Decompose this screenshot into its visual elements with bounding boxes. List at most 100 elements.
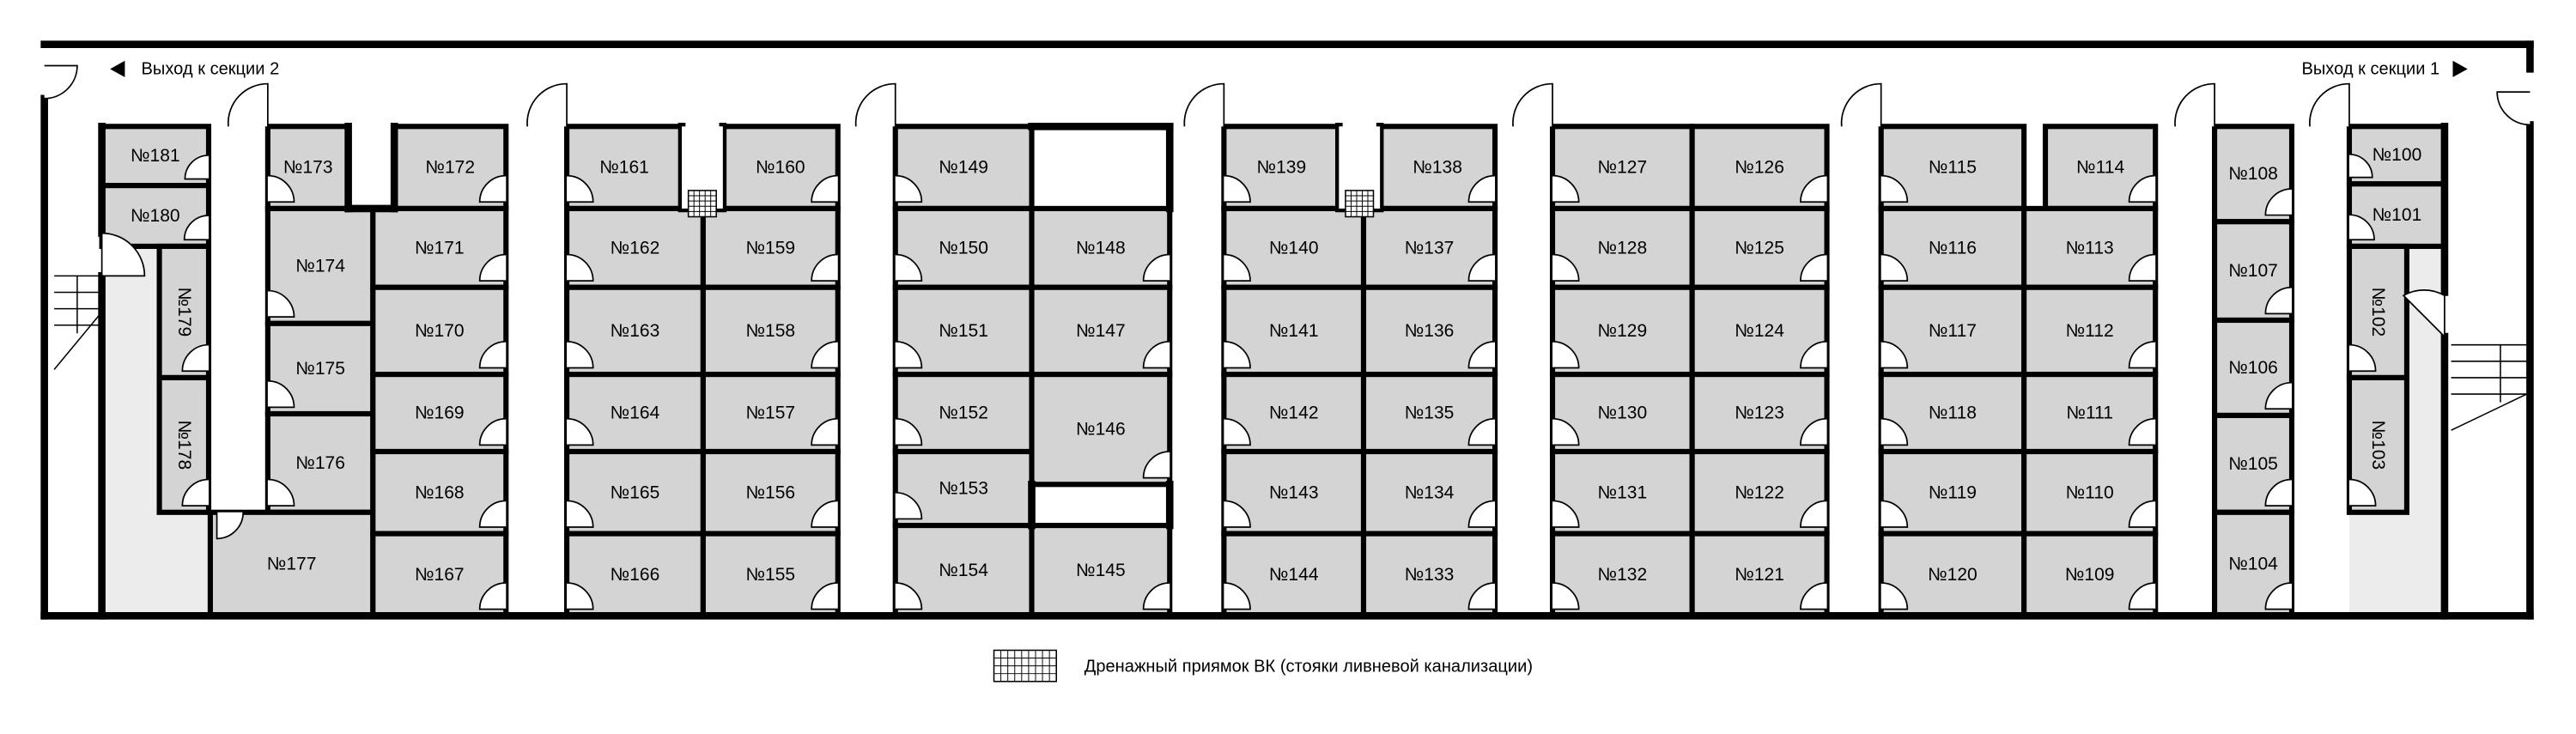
- room-107[interactable]: №107: [2212, 219, 2295, 324]
- door-icon: [2348, 214, 2375, 241]
- door-icon: [1880, 340, 1909, 369]
- room-131[interactable]: №131: [1549, 448, 1695, 537]
- door-icon: [2348, 478, 2377, 507]
- room-label: №162: [611, 238, 660, 258]
- corridor-door-icon[interactable]: [1512, 82, 1553, 127]
- door-icon: [1224, 253, 1251, 282]
- corridor-door-icon[interactable]: [1840, 82, 1882, 127]
- room-label: №147: [1076, 321, 1126, 341]
- room-125[interactable]: №125: [1689, 205, 1830, 290]
- door-icon: [895, 253, 923, 282]
- exit-door-right-icon[interactable]: [2496, 91, 2530, 126]
- door-icon: [267, 379, 295, 409]
- door-icon: [181, 343, 209, 373]
- door-icon: [1800, 417, 1827, 446]
- doors: [44, 64, 2530, 610]
- door-icon: [1880, 582, 1909, 610]
- corridor-door-icon[interactable]: [2174, 82, 2215, 127]
- stair-door-left-icon[interactable]: [100, 232, 146, 277]
- room-label: №132: [1598, 565, 1648, 585]
- stairs-right-icon: [2451, 343, 2527, 431]
- door-icon: [1880, 174, 1909, 203]
- room-label: №167: [415, 565, 465, 585]
- door-icon: [567, 582, 594, 610]
- exit-right[interactable]: Выход к секции 1: [2301, 59, 2468, 78]
- exit-left-label: Выход к секции 2: [142, 59, 280, 78]
- door-icon: [895, 340, 923, 369]
- door-icon: [183, 215, 210, 241]
- door-icon: [2128, 582, 2156, 610]
- room-label: №181: [131, 146, 180, 166]
- room-label: №150: [939, 238, 988, 258]
- room-label: №119: [1929, 482, 1977, 502]
- corridor-door-icon[interactable]: [227, 82, 269, 127]
- room-label: №114: [2076, 158, 2124, 178]
- corridor-door-icon[interactable]: [2309, 82, 2350, 127]
- room-label: №149: [939, 158, 988, 178]
- corridor-door-icon[interactable]: [526, 82, 568, 127]
- light-areas: [103, 246, 2445, 616]
- exit-door-left-icon[interactable]: [44, 64, 78, 100]
- room-shape: [2021, 372, 2159, 455]
- room-149[interactable]: №149: [892, 124, 1035, 211]
- room-label: №152: [939, 403, 988, 423]
- room-111[interactable]: №111: [2021, 372, 2159, 455]
- room-label: №103: [2368, 421, 2388, 470]
- drain-grid-icon: [682, 126, 723, 218]
- door-icon: [1142, 582, 1170, 610]
- room-label: №159: [745, 238, 795, 258]
- door-icon: [2264, 582, 2293, 610]
- room-label: №154: [939, 561, 988, 580]
- door-icon: [567, 340, 594, 369]
- room-label: №102: [2368, 288, 2388, 337]
- room-label: №120: [1928, 565, 1978, 585]
- exit-right-label: Выход к секции 1: [2301, 59, 2439, 78]
- door-icon: [1800, 253, 1827, 282]
- door-icon: [2348, 343, 2377, 373]
- room-label: №142: [1269, 403, 1319, 423]
- door-icon: [895, 417, 923, 446]
- room-label: №139: [1257, 158, 1307, 178]
- door-icon: [1467, 340, 1496, 369]
- room-label: №109: [2065, 565, 2115, 585]
- room-label: №106: [2228, 358, 2278, 378]
- door-icon: [567, 174, 594, 203]
- room-label: №112: [2066, 321, 2114, 341]
- drain-grid-icon: [1339, 126, 1381, 218]
- door-icon: [1880, 500, 1909, 528]
- corridor-door-icon[interactable]: [1183, 82, 1225, 127]
- door-icon: [267, 289, 295, 318]
- room-label: №138: [1413, 158, 1462, 178]
- door-icon: [1800, 340, 1827, 369]
- stair-door-right-icon[interactable]: [2402, 289, 2445, 339]
- room-label: №164: [611, 403, 660, 423]
- storage-rooms: №181№180№179№178№173№174№175№176№177№172…: [99, 124, 2447, 619]
- room-label: №146: [1076, 420, 1126, 440]
- exit-left[interactable]: Выход к секции 2: [110, 59, 279, 78]
- door-icon: [2264, 478, 2293, 507]
- room-label: №158: [745, 321, 795, 341]
- door-icon: [1552, 500, 1580, 528]
- door-icon: [567, 500, 594, 528]
- corridor-door-icon[interactable]: [854, 82, 896, 127]
- room-label: №118: [1929, 403, 1977, 423]
- room-label: №127: [1598, 158, 1648, 178]
- room-label: №145: [1076, 561, 1126, 580]
- room-label: №124: [1735, 321, 1784, 341]
- room-label: №134: [1405, 482, 1455, 502]
- door-icon: [478, 582, 507, 610]
- room-label: №123: [1735, 403, 1784, 423]
- room-shape: [892, 124, 1035, 211]
- room-label: №143: [1269, 482, 1319, 502]
- door-icon: [1552, 253, 1580, 282]
- door-icon: [895, 582, 923, 610]
- door-icon: [811, 340, 838, 369]
- door-icon: [1224, 417, 1251, 446]
- room-label: №108: [2228, 164, 2278, 184]
- room-label: №117: [1929, 321, 1977, 341]
- room-145[interactable]: №145: [1029, 523, 1173, 619]
- door-icon: [1800, 174, 1827, 203]
- room-label: №175: [295, 359, 345, 379]
- stairs: [53, 275, 2527, 431]
